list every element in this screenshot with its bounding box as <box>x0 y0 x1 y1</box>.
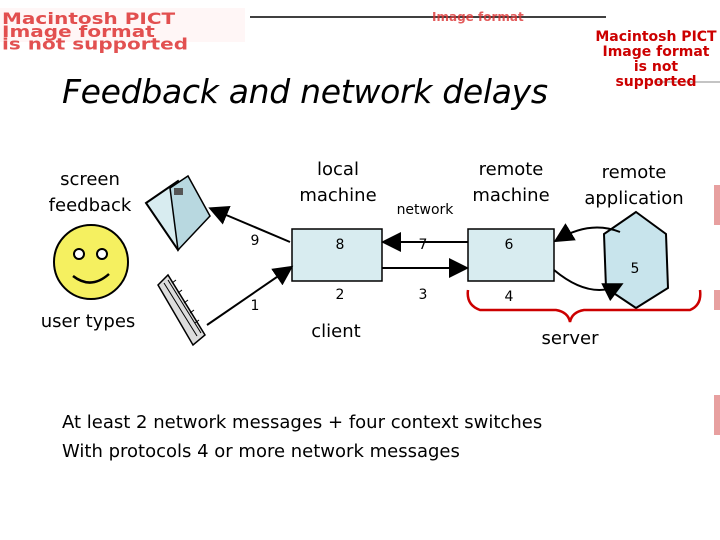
remote-machine-label: remote machine <box>472 159 550 206</box>
arrow-from-keyboard <box>206 265 294 326</box>
user-smiley-icon <box>53 224 129 300</box>
step-9: 9 <box>250 233 260 249</box>
local-machine-box <box>291 228 383 282</box>
step-4: 4 <box>504 289 514 305</box>
footer-line-2: With protocols 4 or more network message… <box>62 441 460 462</box>
local-machine-label: local machine <box>299 159 377 206</box>
monitor-icon <box>144 174 211 252</box>
step-3: 3 <box>418 287 428 303</box>
remote-machine-box <box>467 228 555 282</box>
step-7: 7 <box>418 237 428 253</box>
step-2: 2 <box>335 287 345 303</box>
pict-notice-left: Macintosh PICT Image format is not suppo… <box>2 8 189 54</box>
pict-notice-top: Image format <box>432 10 524 24</box>
step-1: 1 <box>250 298 260 314</box>
server-label: server <box>541 328 599 349</box>
footer-line-1: At least 2 network messages + four conte… <box>62 412 543 433</box>
edge-mark <box>714 395 720 435</box>
screen-feedback-label: screen feedback <box>48 169 132 216</box>
remote-application-label: remote application <box>584 162 684 209</box>
arrow-from-app <box>553 223 621 243</box>
arrow-to-app <box>553 269 624 302</box>
keyboard-icon <box>157 273 206 347</box>
server-brace <box>466 289 702 323</box>
user-types-label: user types <box>40 311 136 332</box>
pict-notice-right: Macintosh PICT Image format is not suppo… <box>595 29 717 90</box>
client-label: client <box>311 321 361 342</box>
edge-mark <box>714 290 720 310</box>
pict-placeholder-left <box>0 8 245 42</box>
step-6: 6 <box>504 237 514 253</box>
step-5: 5 <box>630 261 640 277</box>
step-8: 8 <box>335 237 345 253</box>
edge-mark <box>714 185 720 225</box>
network-label: network <box>396 202 454 218</box>
page-title: Feedback and network delays <box>62 72 548 111</box>
arrow-to-screen <box>208 206 291 243</box>
